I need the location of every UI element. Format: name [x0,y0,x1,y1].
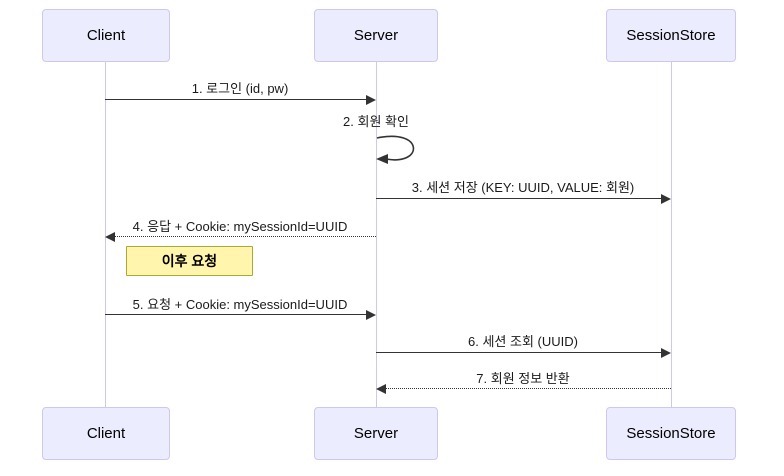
message-7-label: 7. 회원 정보 반환 [476,371,570,386]
note-box: 이후 요청 [126,246,253,276]
message-5-line [105,314,367,315]
message-6-label: 6. 세션 조회 (UUID) [468,334,578,349]
message-2-selfloop-arrow [376,135,415,164]
sessionstore-lifeline [671,62,672,407]
actor-label-client: Client [86,27,126,44]
actor-box-sessionstore-top: SessionStore [606,9,736,62]
message-1-line [105,99,367,100]
message-7-line [386,388,671,389]
message-4-arrowhead [105,232,115,242]
message-5-arrowhead [366,310,376,320]
actor-label-sessionstore: SessionStore [626,425,716,442]
actor-label-server: Server [353,425,399,442]
actor-box-client-top: Client [42,9,170,62]
actor-box-client-bottom: Client [42,407,170,460]
message-4-line [115,236,376,237]
actor-label-server: Server [353,27,399,44]
actor-box-server-top: Server [314,9,438,62]
message-3-line [376,198,661,199]
message-6-line [376,352,661,353]
message-3-label: 3. 세션 저장 (KEY: UUID, VALUE: 회원) [411,180,635,195]
message-2-label: 2. 회원 확인 [343,114,409,129]
actor-box-sessionstore-bottom: SessionStore [606,407,736,460]
actor-label-client: Client [86,425,126,442]
message-4-label: 4. 응답 + Cookie: mySessionId=UUID [132,219,348,234]
message-1-label: 1. 로그인 (id, pw) [191,81,289,96]
server-lifeline [376,62,377,407]
note-label: 이후 요청 [161,253,218,269]
message-5-label: 5. 요청 + Cookie: mySessionId=UUID [132,297,348,312]
message-1-arrowhead [366,95,376,105]
message-6-arrowhead [661,348,671,358]
message-3-arrowhead [661,194,671,204]
actor-box-server-bottom: Server [314,407,438,460]
actor-label-sessionstore: SessionStore [626,27,716,44]
message-7-arrowhead [376,384,386,394]
